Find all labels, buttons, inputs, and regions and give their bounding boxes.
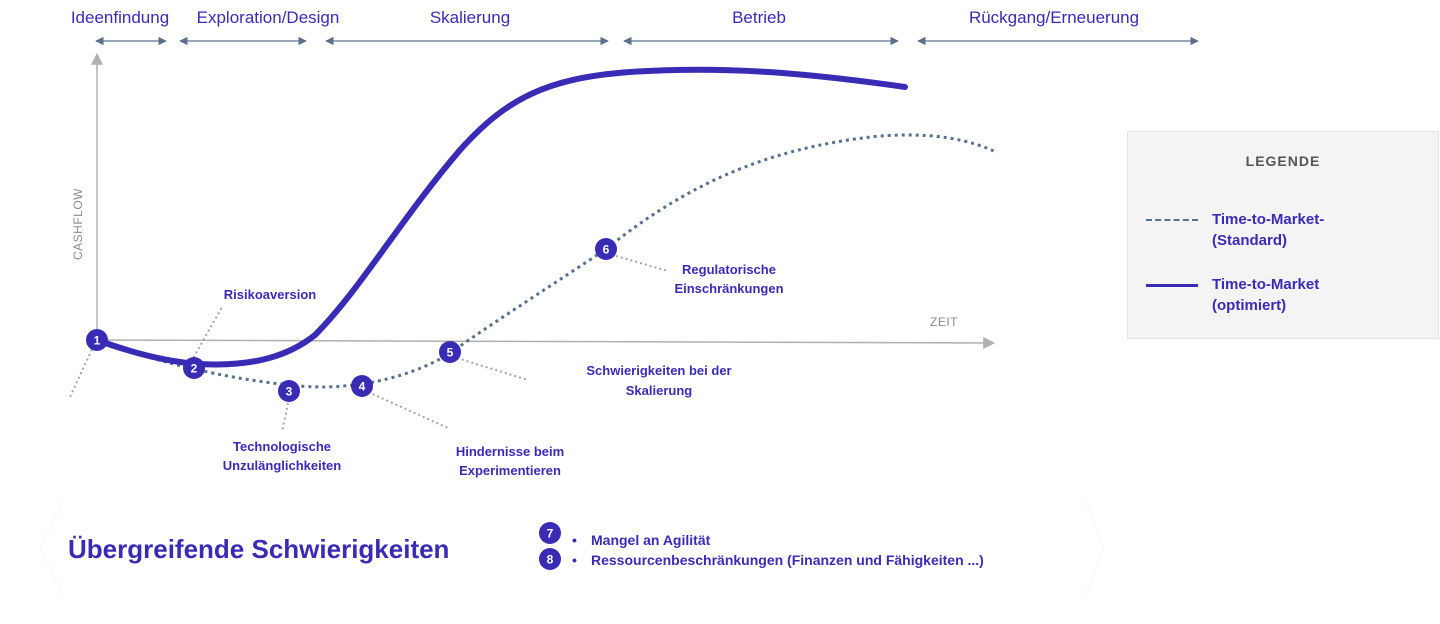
banner-item-7-text: Mangel an Agilität — [591, 532, 711, 548]
marker-2: 2 — [183, 357, 205, 379]
x-axis-label: ZEIT — [930, 315, 958, 329]
legend-standard-line2: (Standard) — [1212, 232, 1287, 249]
legend-title: LEGENDE — [1245, 153, 1321, 169]
banner-item-8-bullet: • — [572, 552, 577, 568]
phase-label-ideenfindung: Ideenfindung — [71, 8, 169, 27]
callout-scale-line1: Schwierigkeiten bei der — [586, 363, 731, 378]
phase-label-betrieb: Betrieb — [732, 8, 786, 27]
standard-curve — [96, 133, 997, 389]
callout-reg-line2: Einschränkungen — [674, 281, 783, 296]
banner-item-8-number: 8 — [547, 553, 554, 567]
banner-item-7-bullet: • — [572, 532, 577, 548]
marker-5: 5 — [439, 341, 461, 363]
legend-text-optimized: Time-to-Market (optimiert) — [1212, 274, 1402, 316]
y-axis-label: CASHFLOW — [71, 188, 85, 260]
legend-swatch-optimized — [1146, 284, 1198, 287]
marker-2-number: 2 — [191, 362, 198, 376]
leader-line-6 — [615, 255, 669, 272]
leader-line-1 — [69, 344, 95, 398]
banner-title: Übergreifende Schwierigkeiten — [68, 534, 449, 564]
phase-label-exploration: Exploration/Design — [197, 8, 340, 27]
marker-6: 6 — [595, 238, 617, 260]
banner: Übergreifende Schwierigkeiten 7 • Mangel… — [40, 502, 1104, 594]
legend-optimized-line1: Time-to-Market — [1212, 276, 1320, 293]
x-axis — [96, 336, 996, 349]
marker-3-number: 3 — [286, 385, 293, 399]
marker-4: 4 — [351, 375, 373, 397]
legend-item-optimized: Time-to-Market (optimiert) — [1146, 274, 1402, 316]
callout-exp-line1: Hindernisse beim — [456, 444, 564, 459]
callout-risikoaversion: Risikoaversion — [224, 287, 317, 302]
marker-1-number: 1 — [94, 334, 101, 348]
legend: LEGENDE Time-to-Market- (Standard) Time-… — [1127, 131, 1439, 339]
leader-line-2 — [190, 306, 223, 363]
legend-optimized-line2: (optimiert) — [1212, 297, 1287, 314]
banner-shape — [40, 502, 1104, 594]
marker-5-number: 5 — [447, 346, 454, 360]
banner-item-8-text: Ressourcenbeschränkungen (Finanzen und F… — [591, 552, 984, 568]
callout-exp-line2: Experimentieren — [459, 463, 561, 478]
legend-swatch-standard — [1146, 219, 1198, 221]
legend-text-standard: Time-to-Market- (Standard) — [1212, 209, 1402, 251]
legend-standard-line1: Time-to-Market- — [1212, 211, 1325, 228]
leader-line-4 — [367, 391, 449, 429]
banner-item-8: 8 • Ressourcenbeschränkungen (Finanzen u… — [539, 548, 984, 570]
phase-label-rueckgang: Rückgang/Erneuerung — [969, 8, 1139, 27]
marker-6-number: 6 — [603, 243, 610, 257]
marker-3: 3 — [278, 380, 300, 402]
leader-line-5 — [456, 357, 529, 381]
leader-line-3 — [281, 397, 290, 433]
callout-reg-line1: Regulatorische — [682, 262, 776, 277]
marker-1: 1 — [86, 329, 108, 351]
banner-item-7: 7 • Mangel an Agilität — [539, 522, 711, 548]
callout-tech-line2: Unzulänglichkeiten — [223, 458, 342, 473]
phase-label-skalierung: Skalierung — [430, 8, 510, 27]
optimized-curve — [94, 66, 908, 368]
legend-item-standard: Time-to-Market- (Standard) — [1146, 209, 1402, 251]
marker-4-number: 4 — [359, 380, 366, 394]
banner-item-7-number: 7 — [547, 527, 554, 541]
callout-scale-line2: Skalierung — [626, 383, 693, 398]
callout-tech-line1: Technologische — [233, 439, 331, 454]
